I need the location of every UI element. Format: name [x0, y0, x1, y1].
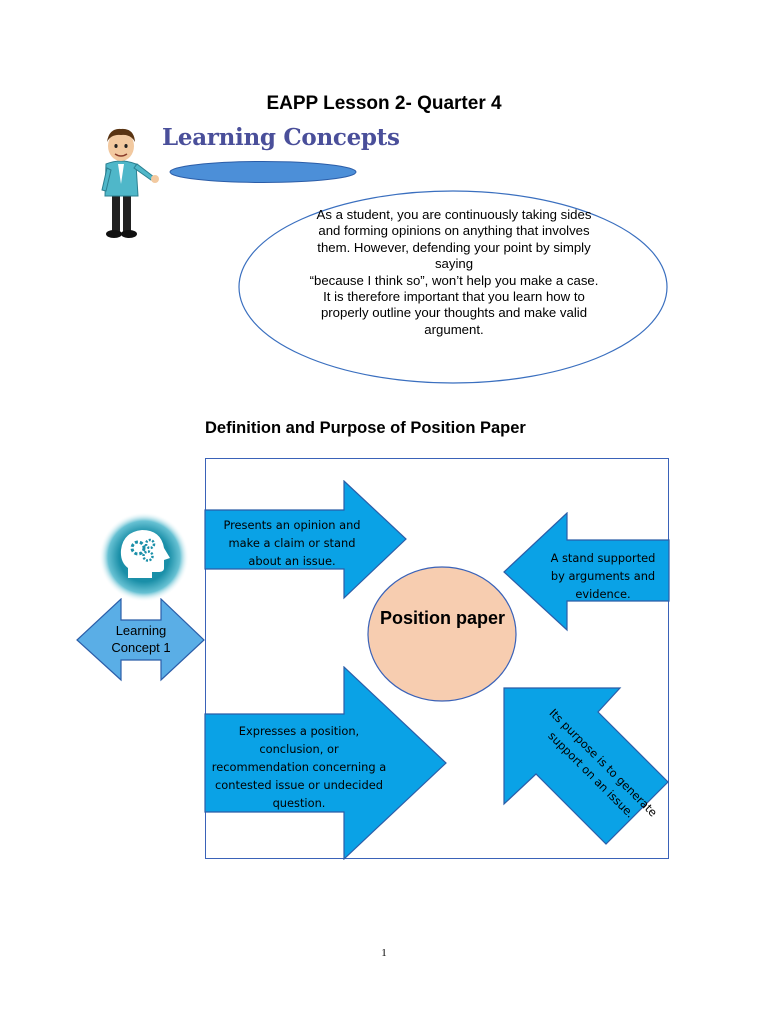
learning-concept-label: Learning Concept 1 [111, 623, 171, 655]
arrow-stand-supported-label: A stand supported by arguments and evide… [550, 551, 656, 601]
diagram-frame [205, 458, 669, 859]
arrow-expresses-position [204, 666, 447, 860]
intro-paragraph: As a student, you are continuously takin… [305, 207, 603, 338]
section-title: Definition and Purpose of Position Paper [205, 419, 526, 437]
heading-underline-oval [169, 161, 357, 183]
page-title: EAPP Lesson 2- Quarter 4 [266, 93, 502, 114]
arrow-presents-opinion [204, 480, 407, 600]
learning-concepts-heading: Learning Concepts [162, 124, 400, 151]
intro-line-1: As a student, you are continuously takin… [316, 207, 592, 272]
intro-line-2: “because I think so”, won’t help you mak… [309, 272, 599, 337]
arrow-stand-supported [503, 512, 670, 632]
arrow-presents-opinion-label: Presents an opinion and make a claim or … [223, 518, 361, 568]
learning-concept-double-arrow [76, 598, 205, 682]
page-number: 1 [381, 947, 387, 959]
arrow-purpose-support [503, 687, 669, 845]
position-paper-label: Position paper [380, 608, 506, 628]
head-gears-icon [99, 512, 189, 602]
intro-callout-ellipse [238, 190, 668, 384]
position-paper-circle [367, 566, 517, 702]
arrow-expresses-position-label: Expresses a position, conclusion, or rec… [211, 724, 387, 810]
cartoon-teacher-figure [101, 128, 159, 238]
